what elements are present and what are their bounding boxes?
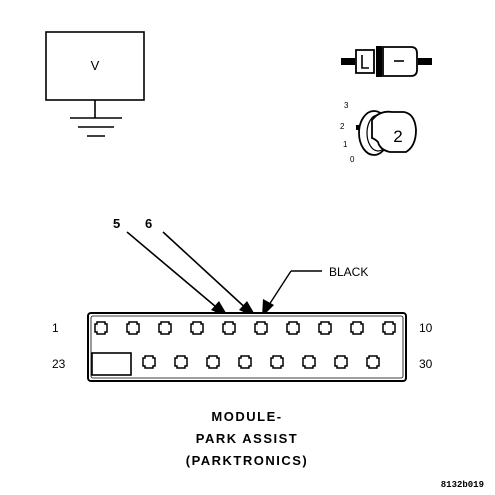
module-title-line3: (PARKTRONICS) <box>186 453 309 468</box>
ignition-position-2: 2 <box>340 122 345 131</box>
connector-plug-icon <box>341 46 432 77</box>
terminal-top-6 <box>254 321 268 335</box>
terminal-bottom-8 <box>366 355 380 369</box>
pin-label-23: 23 <box>52 357 66 371</box>
connector-top-row <box>94 321 396 335</box>
terminal-top-5 <box>222 321 236 335</box>
terminal-top-10 <box>382 321 396 335</box>
wire-color-label: BLACK <box>329 265 368 279</box>
pin-label-10: 10 <box>419 321 433 335</box>
ignition-key-icon: 3 2 1 0 2 <box>340 101 417 164</box>
terminal-top-8 <box>318 321 332 335</box>
terminal-bottom-3 <box>206 355 220 369</box>
terminal-bottom-7 <box>334 355 348 369</box>
connector-bottom-row <box>142 355 380 369</box>
pin-label-1: 1 <box>52 321 59 335</box>
ground-icon <box>70 117 122 137</box>
pin-label-30: 30 <box>419 357 433 371</box>
ignition-position-0: 0 <box>350 155 355 164</box>
terminal-top-1 <box>94 321 108 335</box>
module-title-line2: PARK ASSIST <box>196 431 298 446</box>
terminal-bottom-5 <box>270 355 284 369</box>
terminal-top-7 <box>286 321 300 335</box>
terminal-bottom-2 <box>174 355 188 369</box>
terminal-top-3 <box>158 321 172 335</box>
wire-color-arrow <box>262 270 322 317</box>
pin-callout-5: 5 <box>113 216 120 231</box>
terminal-top-4 <box>190 321 204 335</box>
connector-face <box>87 312 407 382</box>
pin-callout-6: 6 <box>145 216 152 231</box>
voltmeter-label: V <box>91 58 100 73</box>
ignition-key-position: 2 <box>393 127 402 146</box>
terminal-top-9 <box>350 321 364 335</box>
terminal-top-2 <box>126 321 140 335</box>
figure-id: 8132b019 <box>441 480 484 490</box>
ignition-position-1: 1 <box>343 140 348 149</box>
ignition-position-3: 3 <box>344 101 349 110</box>
terminal-bottom-1 <box>142 355 156 369</box>
connector-key-cavity <box>91 352 132 376</box>
module-title-line1: MODULE- <box>211 409 282 424</box>
voltmeter-symbol: V <box>45 31 145 118</box>
terminal-bottom-4 <box>238 355 252 369</box>
terminal-bottom-6 <box>302 355 316 369</box>
